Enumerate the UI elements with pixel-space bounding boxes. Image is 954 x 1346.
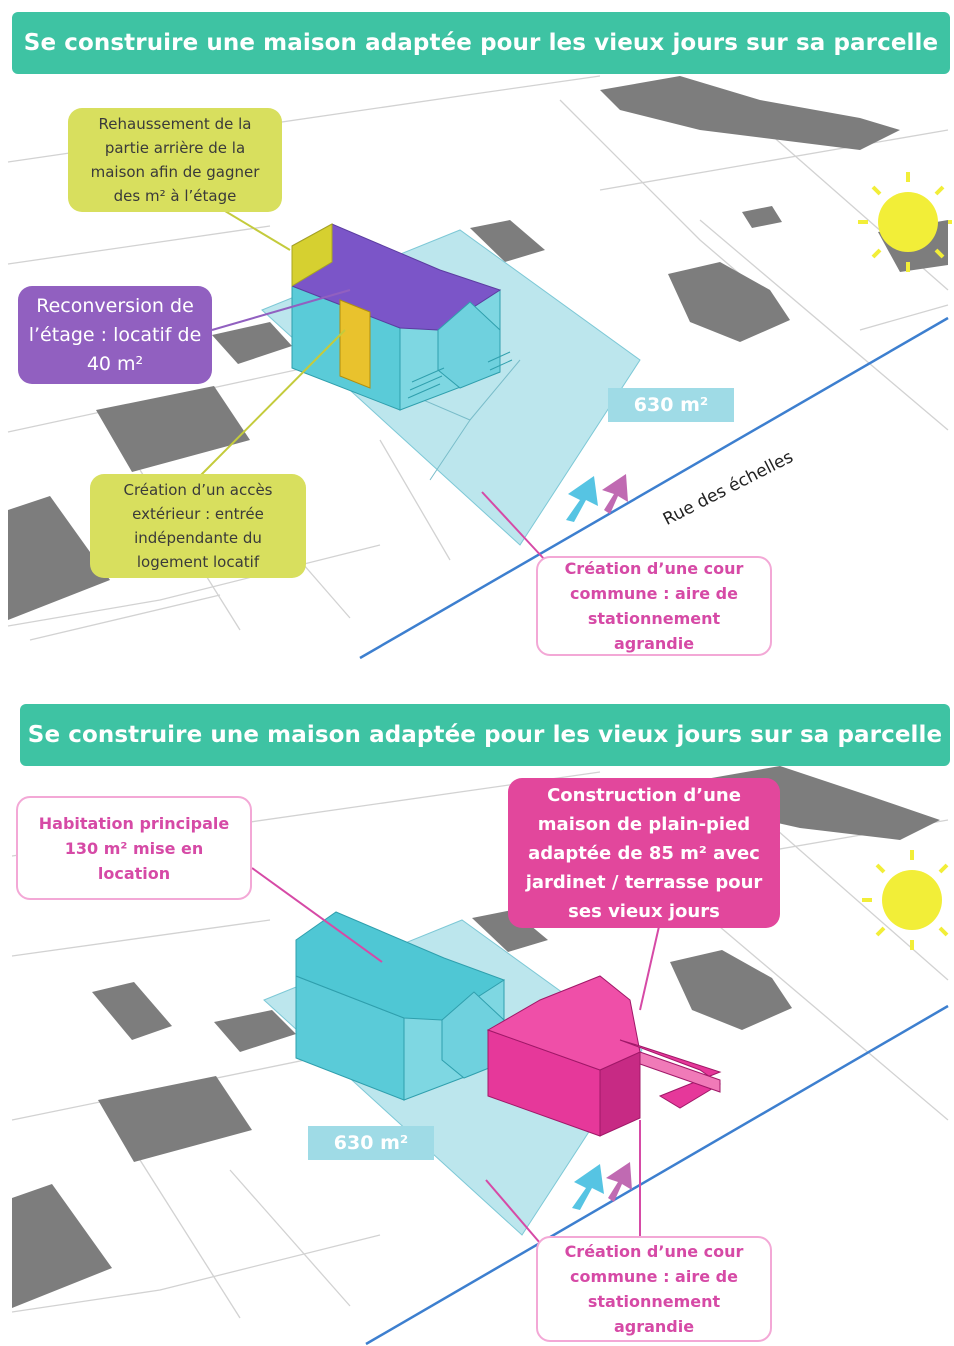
house-top (291, 223, 513, 411)
street-line (359, 316, 949, 660)
page-title: Se construire une maison adaptée pour le… (12, 12, 950, 74)
callout-rear-raise-text: Rehaussement de la partie arrière de la … (90, 115, 260, 205)
panel-top: Se construire une maison adaptée pour le… (0, 0, 954, 672)
callout-new-house: Construction d’une maison de plain-pied … (508, 778, 780, 928)
new-house (486, 975, 722, 1137)
main-house (295, 911, 506, 1101)
callout-new-house-text: Construction d’une maison de plain-pied … (525, 784, 763, 922)
callout-floor-conversion: Reconversion de l’étage : locatif de 40 … (18, 286, 212, 384)
access-arrows-top (566, 474, 628, 522)
sun-icon (862, 850, 949, 950)
page-title-2: Se construire une maison adaptée pour le… (20, 704, 950, 766)
neighbor-buildings (12, 766, 940, 1308)
callout-rear-raise: Rehaussement de la partie arrière de la … (68, 108, 282, 212)
callout-shared-yard-2-text: Création d’une cour commune : aire de st… (564, 1242, 744, 1336)
callout-main-house: Habitation principale 130 m² mise en loc… (16, 796, 252, 900)
callout-exterior-access: Création d’un accès extérieur : entrée i… (90, 474, 306, 578)
sun-icon (858, 172, 952, 272)
callout-shared-yard-2: Création d’une cour commune : aire de st… (536, 1236, 772, 1342)
callout-floor-conversion-text: Reconversion de l’étage : locatif de 40 … (28, 294, 202, 375)
parcel-area-label-2: 630 m² (308, 1126, 434, 1160)
panel-bottom: Se construire une maison adaptée pour le… (0, 700, 954, 1346)
callout-main-house-text: Habitation principale 130 m² mise en loc… (38, 813, 230, 883)
callout-shared-yard-text: Création d’une cour commune : aire de st… (564, 559, 744, 653)
parcel-area-label: 630 m² (608, 388, 734, 422)
callout-shared-yard: Création d’une cour commune : aire de st… (536, 556, 772, 656)
street-line (365, 1004, 949, 1346)
access-arrows-bottom (572, 1162, 632, 1210)
callout-exterior-access-text: Création d’un accès extérieur : entrée i… (123, 481, 273, 571)
